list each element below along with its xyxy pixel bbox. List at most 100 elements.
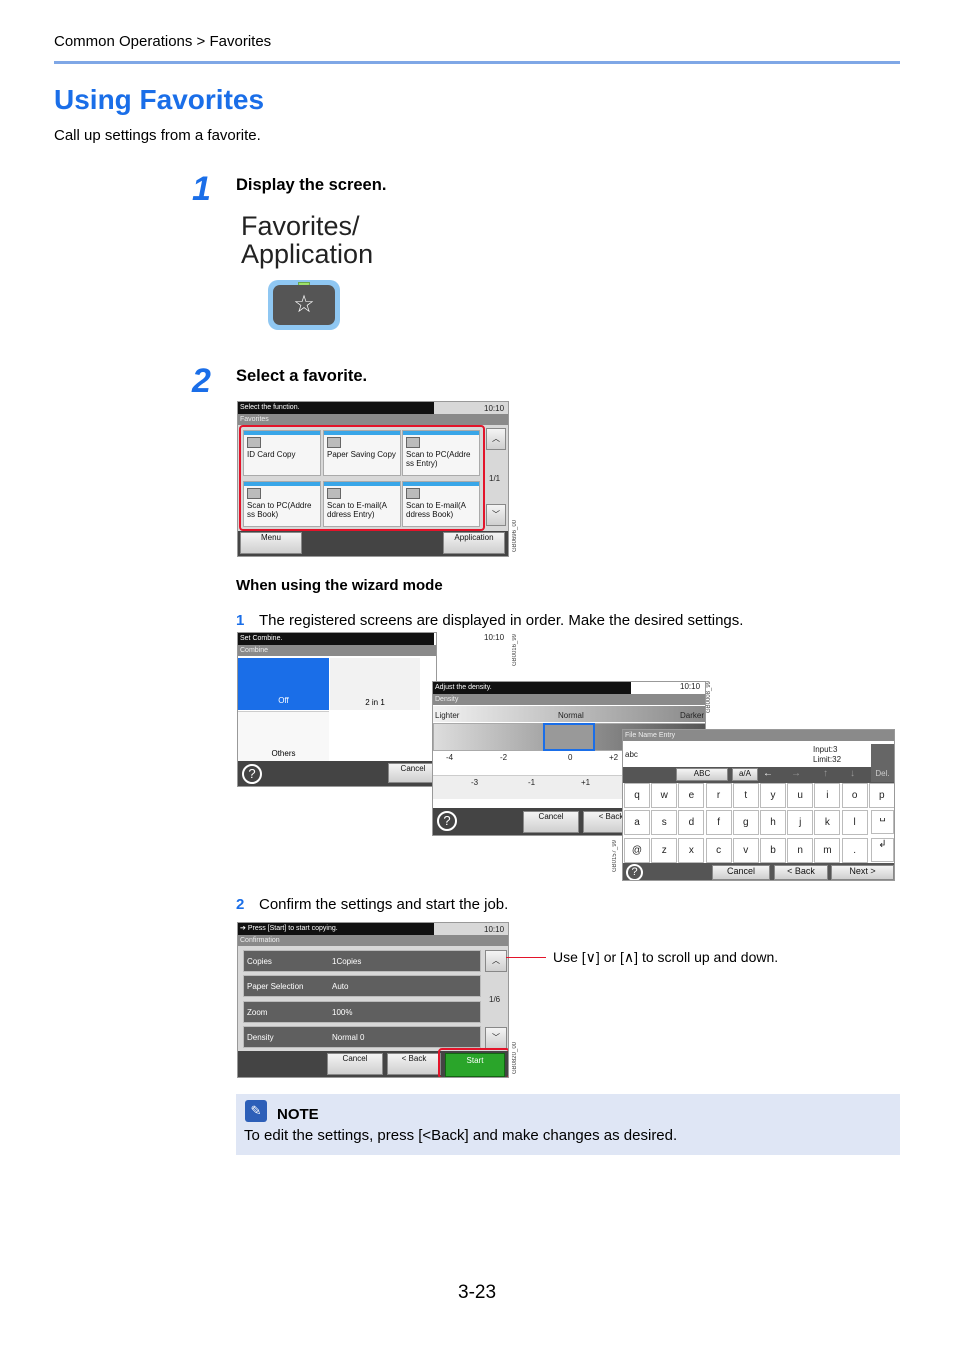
breadcrumb: Common Operations > Favorites xyxy=(54,33,272,50)
density-value[interactable]: -1 xyxy=(528,778,536,787)
substep-number-1: 1 xyxy=(236,612,245,629)
cancel-button[interactable]: Cancel xyxy=(523,811,579,833)
help-icon[interactable]: ? xyxy=(242,764,262,784)
delete-button[interactable]: Del. xyxy=(871,744,894,782)
others-option[interactable]: Others xyxy=(238,711,329,761)
keyboard-key[interactable]: e xyxy=(678,783,705,808)
screen-time: 10:10 xyxy=(484,633,505,642)
keyboard-key[interactable]: d xyxy=(678,810,705,835)
help-icon[interactable]: ? xyxy=(626,864,643,880)
keyboard-key[interactable]: t xyxy=(732,783,759,808)
keyboard-key[interactable]: j xyxy=(787,810,814,835)
scroll-up-button[interactable]: ︿ xyxy=(486,428,506,450)
favorite-tile[interactable]: Paper Saving Copy xyxy=(323,430,401,476)
confirmation-screen: ➔ Press [Start] to start copying. 10:10 … xyxy=(237,922,509,1078)
keyboard-key[interactable]: m xyxy=(814,838,841,863)
keyboard-key[interactable]: . xyxy=(841,838,868,863)
keyboard-key[interactable]: c xyxy=(705,838,732,863)
next-button[interactable]: Next > xyxy=(831,865,894,880)
keyboard-key[interactable]: y xyxy=(760,783,786,808)
keyboard-key[interactable]: s xyxy=(651,810,678,835)
keyboard-key[interactable]: w xyxy=(651,783,678,808)
back-button[interactable]: < Back xyxy=(774,865,828,880)
key-label-line2: Application xyxy=(241,239,374,269)
arrow-up-icon[interactable]: ↑ xyxy=(823,768,828,779)
page-subtitle: Call up settings from a favorite. xyxy=(54,127,261,144)
scroll-up-button[interactable]: ︿ xyxy=(485,950,507,972)
scroll-down-button[interactable]: ﹀ xyxy=(486,504,506,526)
favorite-tile[interactable]: ID Card Copy xyxy=(243,430,321,476)
cancel-button[interactable]: Cancel xyxy=(388,763,436,783)
combine-screen: Set Combine. Combine Off 2 in 1 Others ?… xyxy=(237,632,437,787)
arrow-right-icon[interactable]: → xyxy=(791,768,801,779)
screen-subtitle: Density xyxy=(433,694,705,705)
case-toggle-button[interactable]: a/A xyxy=(732,768,758,781)
favorites-key[interactable]: ☆ xyxy=(268,280,340,330)
space-key[interactable]: ␣ xyxy=(871,810,894,834)
key-label-line1: Favorites/ xyxy=(241,211,360,241)
abc-button[interactable]: ABC xyxy=(676,768,728,781)
arrow-left-icon[interactable]: ← xyxy=(763,768,773,779)
keyboard-key[interactable]: r xyxy=(705,783,732,808)
keyboard-key[interactable]: l xyxy=(841,810,868,835)
copy-icon xyxy=(327,437,341,448)
keyboard-key[interactable]: @ xyxy=(624,838,650,863)
scroll-down-button[interactable]: ﹀ xyxy=(485,1027,507,1049)
cancel-button[interactable]: Cancel xyxy=(712,865,770,880)
keyboard-key[interactable]: a xyxy=(624,810,650,835)
lighter-label: Lighter xyxy=(435,711,460,720)
darker-label: Darker xyxy=(680,711,705,720)
application-button[interactable]: Application xyxy=(443,532,505,554)
density-value[interactable]: -3 xyxy=(471,778,479,787)
substep-number-2: 2 xyxy=(236,896,245,913)
figure-code: GB0008_99 xyxy=(706,681,712,714)
cancel-button[interactable]: Cancel xyxy=(327,1053,383,1075)
2in1-option[interactable]: 2 in 1 xyxy=(330,658,420,710)
density-selected[interactable] xyxy=(543,723,595,751)
keyboard-key[interactable]: x xyxy=(678,838,705,863)
density-value[interactable]: -2 xyxy=(500,753,508,762)
scroll-hint: Use [∨] or [∧] to scroll up and down. xyxy=(553,949,779,965)
keyboard-key[interactable]: u xyxy=(787,783,814,808)
keyboard-key[interactable]: h xyxy=(760,810,786,835)
density-value[interactable]: +2 xyxy=(609,753,619,762)
screen-topbar: Select the function. xyxy=(238,402,434,414)
scan-icon xyxy=(406,488,420,499)
density-value[interactable]: 0 xyxy=(568,753,573,762)
filename-field[interactable] xyxy=(623,741,894,767)
start-button[interactable]: Start xyxy=(445,1053,505,1077)
keyboard-key[interactable]: k xyxy=(814,810,841,835)
density-value[interactable]: -4 xyxy=(446,753,454,762)
keyboard-key[interactable]: g xyxy=(732,810,759,835)
back-button[interactable]: < Back xyxy=(387,1053,441,1075)
keyboard-key[interactable]: v xyxy=(732,838,759,863)
star-icon: ☆ xyxy=(273,285,335,325)
keyboard-key[interactable]: n xyxy=(787,838,814,863)
step-number-1: 1 xyxy=(192,170,211,208)
arrow-down-icon[interactable]: ↓ xyxy=(850,768,855,779)
keyboard-key[interactable]: f xyxy=(705,810,732,835)
keyboard-key[interactable]: b xyxy=(760,838,786,863)
enter-key[interactable]: ↲ xyxy=(871,838,894,862)
screen-time: 10:10 xyxy=(484,925,505,934)
menu-button[interactable]: Menu xyxy=(240,532,302,554)
keyboard-key[interactable]: p xyxy=(868,783,894,808)
keyboard-key[interactable]: o xyxy=(841,783,868,808)
keyboard-key[interactable]: i xyxy=(814,783,841,808)
help-icon[interactable]: ? xyxy=(437,811,457,831)
keyboard-key[interactable]: z xyxy=(651,838,678,863)
density-value[interactable]: +1 xyxy=(581,778,591,787)
scan-icon xyxy=(247,488,261,499)
off-option[interactable]: Off xyxy=(238,658,329,710)
normal-label: Normal xyxy=(558,711,584,720)
step-title-2: Select a favorite. xyxy=(236,367,368,385)
keyboard-key[interactable]: q xyxy=(624,783,650,808)
